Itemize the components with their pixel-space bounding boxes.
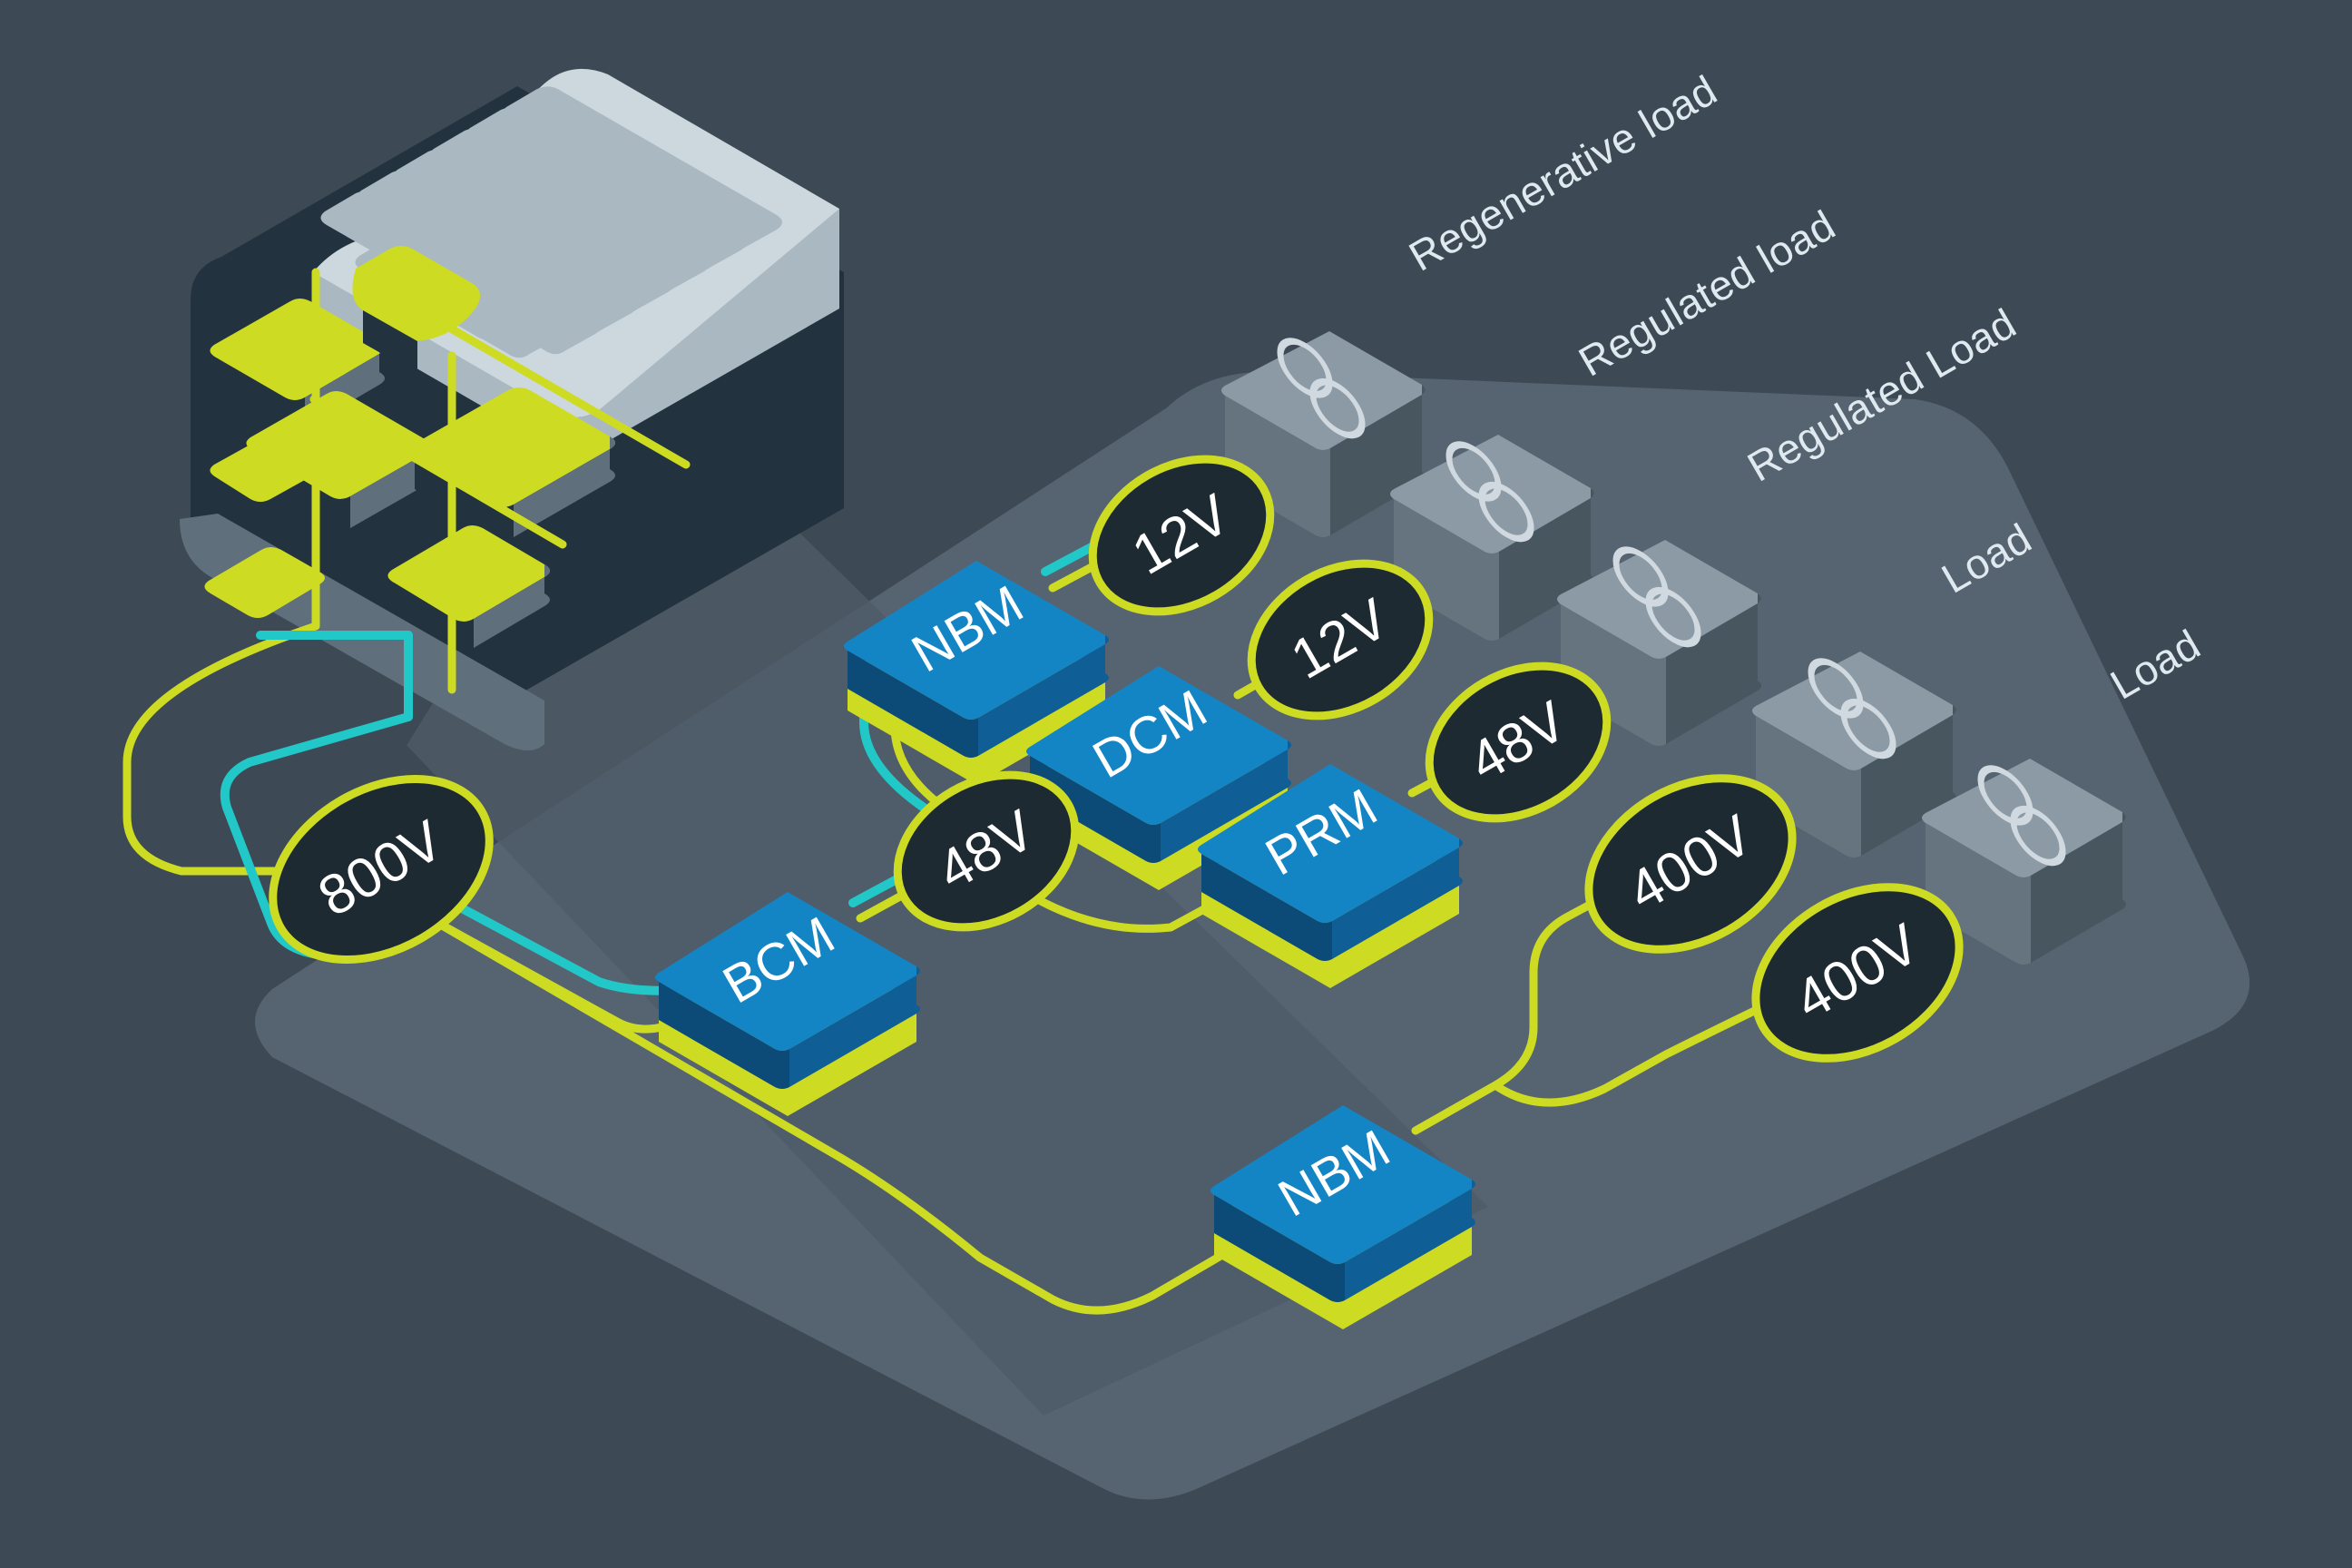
- cell-front: [363, 310, 417, 374]
- two-circles-icon: [1446, 441, 1534, 543]
- two-circles-icon: [1808, 658, 1896, 760]
- module-top: [655, 892, 920, 1051]
- line-battery-to-800v: [122, 612, 320, 876]
- module-side-right: [789, 966, 920, 1087]
- module-side-right: [1345, 1180, 1475, 1300]
- line-800v-to-nbm-bottom: [422, 912, 1275, 1315]
- load-label: Regenerative load: [1401, 66, 1725, 280]
- cell-top: [210, 299, 385, 400]
- module-prm[interactable]: PRM: [1198, 764, 1463, 988]
- two-circles-icon: [1277, 338, 1366, 439]
- line-nbm-to-400v-b: [1491, 999, 1774, 1107]
- module-side-right: [978, 635, 1109, 756]
- cell-top: [387, 525, 550, 622]
- node-12v-a[interactable]: 12V: [1065, 428, 1298, 642]
- cell-side: [350, 440, 432, 528]
- node-12v-b[interactable]: 12V: [1224, 533, 1456, 747]
- module-side-right: [1161, 740, 1291, 861]
- module-top: [1198, 764, 1463, 923]
- module-top: [1210, 1105, 1475, 1264]
- node-ellipse: [1425, 662, 1612, 823]
- node-48v-a[interactable]: 48V: [870, 744, 1102, 958]
- module-nbm-top[interactable]: NBM: [844, 561, 1109, 785]
- load-label: Regulated load: [1571, 201, 1843, 385]
- cell-front: [216, 358, 305, 431]
- node-ellipse: [893, 770, 1080, 932]
- cell-top: [210, 435, 325, 502]
- module-top: [844, 561, 1109, 720]
- module-side-left: [1030, 756, 1161, 863]
- cell-top: [352, 246, 481, 341]
- node-400v-b[interactable]: 400V: [1725, 852, 1990, 1093]
- load-label: Load: [2102, 620, 2208, 708]
- battery-lid-side: [313, 209, 839, 454]
- node-ellipse: [1751, 883, 1964, 1063]
- two-circles-icon: [1612, 546, 1701, 648]
- two-circles-icon: [1977, 765, 2066, 867]
- cell-top: [408, 387, 615, 507]
- module-side-left: [848, 651, 978, 758]
- node-800v[interactable]: 800V: [240, 742, 522, 996]
- cell-front: [415, 457, 514, 540]
- module-side-left: [659, 982, 789, 1089]
- load-box[interactable]: [1390, 435, 1594, 641]
- battery-pack: [180, 68, 844, 750]
- node-ellipse: [1088, 455, 1275, 616]
- line-nbm-to-400v-a: [1411, 887, 1620, 1135]
- module-side-right: [1332, 838, 1463, 959]
- load-box[interactable]: [1752, 652, 1956, 858]
- cell-side: [514, 436, 615, 537]
- load-box[interactable]: [1922, 759, 2126, 965]
- load-box[interactable]: [1221, 331, 1426, 537]
- module-side-left: [1201, 854, 1332, 961]
- battery-cells: [204, 246, 615, 651]
- module-top: [1026, 666, 1291, 825]
- node-400v-a[interactable]: 400V: [1558, 743, 1823, 984]
- module-bcm[interactable]: BCM: [655, 892, 920, 1116]
- node-48v-b[interactable]: 48V: [1402, 635, 1634, 849]
- cell-side: [474, 564, 550, 648]
- module-side-left: [1214, 1195, 1345, 1302]
- voltage-nodes: 800V 48V 12V 12V 48V 400V: [240, 428, 1990, 1093]
- battery-wiring: [309, 268, 691, 694]
- cell-top: [204, 547, 325, 618]
- node-ellipse: [1584, 774, 1797, 954]
- node-ellipse: [1247, 559, 1434, 720]
- node-ellipse: [269, 774, 494, 965]
- load-box[interactable]: [1557, 540, 1761, 746]
- load-boxes: [1221, 331, 2126, 965]
